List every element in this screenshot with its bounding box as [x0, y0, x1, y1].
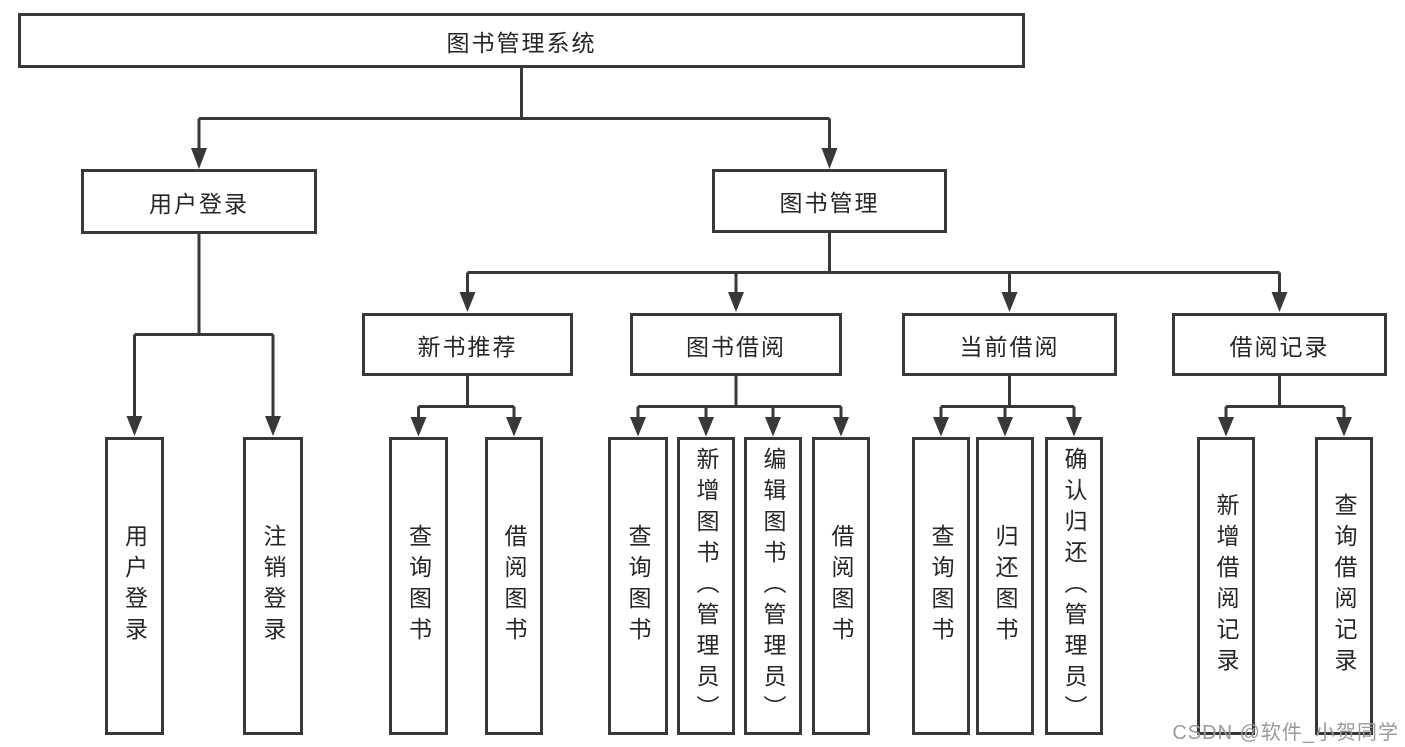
node-root: 图书管理系统: [18, 13, 1025, 68]
leaf-logout-login: 注销登录: [243, 437, 303, 735]
leaf-user-login: 用户登录: [105, 437, 164, 735]
node-book-borrow: 图书借阅: [630, 313, 842, 376]
leaf-borrow-books: 借阅图书: [812, 437, 870, 735]
node-book-management: 图书管理: [712, 169, 947, 233]
node-new-book-recommend: 新书推荐: [362, 313, 573, 376]
leaf-add-books-admin: 新增图书（管理员）: [677, 437, 735, 735]
leaf-confirm-return-admin: 确认归还（管理员）: [1045, 437, 1103, 735]
leaf-query-books-borrow: 查询图书: [608, 437, 668, 735]
leaf-add-borrow-record: 新增借阅记录: [1197, 437, 1255, 735]
leaf-query-books-recommend: 查询图书: [389, 437, 448, 735]
leaf-edit-books-admin: 编辑图书（管理员）: [744, 437, 802, 735]
node-user-login: 用户登录: [81, 169, 317, 234]
watermark: CSDN @软件_小贺同学: [1172, 722, 1399, 744]
node-borrow-records: 借阅记录: [1172, 313, 1387, 376]
leaf-return-books: 归还图书: [976, 437, 1034, 735]
leaf-query-books-current: 查询图书: [912, 437, 970, 735]
node-current-borrow: 当前借阅: [902, 313, 1117, 376]
leaf-query-borrow-record: 查询借阅记录: [1315, 437, 1373, 735]
leaf-borrow-books-recommend: 借阅图书: [485, 437, 543, 735]
